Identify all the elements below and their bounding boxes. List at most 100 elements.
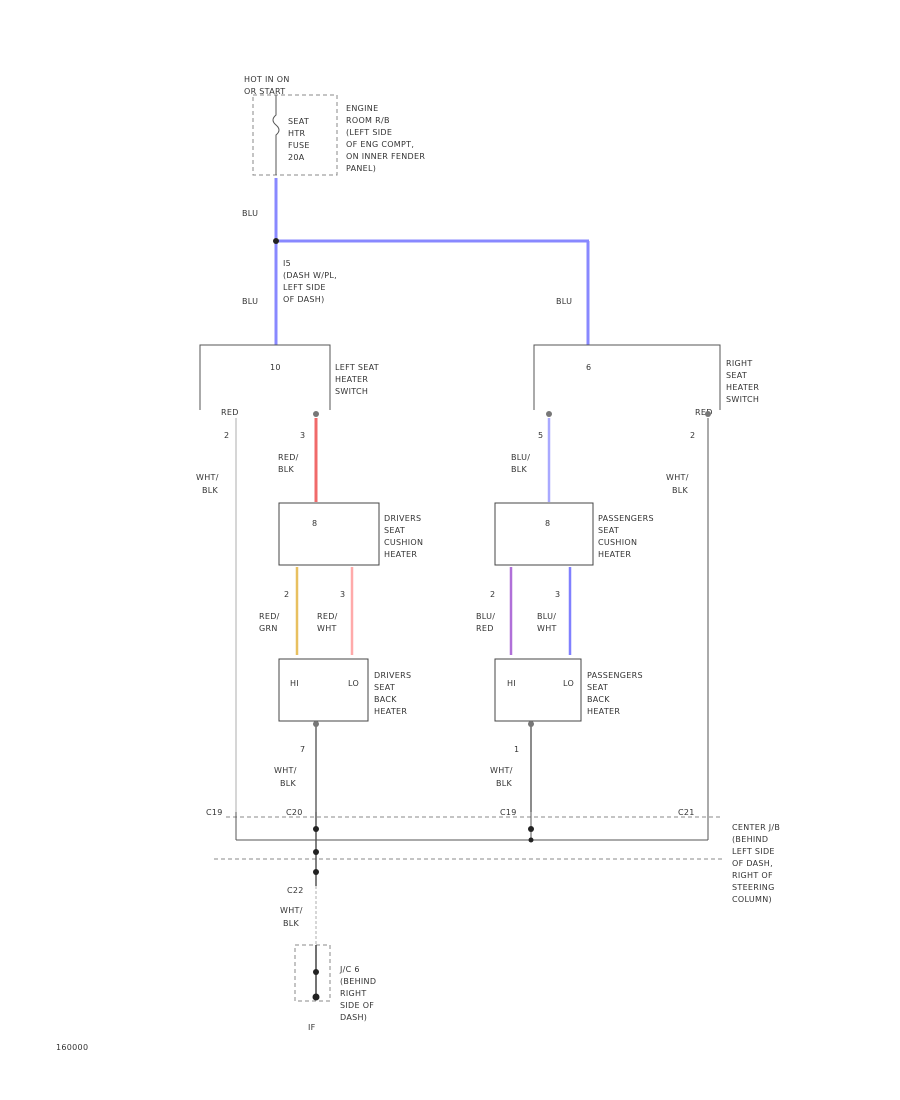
wire-label-blu-top: BLU [242, 209, 258, 218]
passenger-cushion-heater: 8 PASSENGERS SEAT CUSHION HEATER 2 3 [490, 502, 654, 599]
wire-label-rh-gnd-2: BLK [672, 486, 689, 495]
left-switch-outline [199, 344, 331, 410]
driver-back-label-3: BACK [374, 695, 397, 704]
left-seat-heater-switch: 10 LEFT SEAT HEATER SWITCH RED 2 3 [199, 344, 379, 440]
ground-jc-label-5: DASH) [340, 1013, 367, 1022]
right-switch-outline [533, 344, 721, 410]
junction-node-5 [313, 869, 319, 875]
driver-cushion-pin-3: 3 [340, 590, 345, 599]
wire-label-rh-gnd-1: WHT/ [666, 473, 689, 482]
junction-node-2 [528, 826, 534, 832]
passenger-cushion-terminal: 8 [545, 519, 550, 528]
driver-back-label-2: SEAT [374, 683, 395, 692]
ground-jc-label-1: J/C 6 [339, 965, 360, 974]
left-switch-terminal: 10 [270, 363, 281, 372]
switch-ground-wires: WHT/ BLK WHT/ BLK [196, 411, 711, 812]
splice-loc-1: (DASH W/PL, [283, 271, 337, 280]
driver-back-hi: HI [290, 679, 299, 688]
lh-back-ground-pin [313, 721, 319, 727]
left-switch-red-wire: RED [221, 408, 239, 417]
ground-connector: C22 WHT/ BLK J/C 6 (BEHIND RIGHT SIDE OF… [280, 886, 376, 1032]
wire-label-rh-back-2: BLK [496, 779, 513, 788]
junction-conn-1: C19 [206, 808, 223, 817]
driver-cushion-label-1: DRIVERS [384, 514, 421, 523]
right-switch-label-3: HEATER [726, 383, 759, 392]
right-switch-label-4: SWITCH [726, 395, 759, 404]
left-switch-label-1: LEFT SEAT [335, 363, 379, 372]
fuse-location-5: ON INNER FENDER [346, 152, 425, 161]
junction-label-2: (BEHIND [732, 835, 768, 844]
passenger-cushion-pin-2: 2 [490, 590, 495, 599]
driver-back-heater: HI LO DRIVERS SEAT BACK HEATER 7 [278, 658, 411, 754]
junction-label-3: LEFT SIDE [732, 847, 775, 856]
rh-back-ground-pin [528, 721, 534, 727]
fuse-name-2: HTR [288, 129, 306, 138]
wire-label-red-blk-1: RED/ [278, 453, 299, 462]
fuse-hot-label-2: OR START [244, 87, 285, 96]
splice-loc-2: LEFT SIDE [283, 283, 326, 292]
right-switch-pin-5: 5 [538, 431, 543, 440]
driver-cushion-heater: 8 DRIVERS SEAT CUSHION HEATER 2 3 [278, 502, 423, 599]
ground-jc-outline [294, 944, 331, 1002]
ground-jc-label-4: SIDE OF [340, 1001, 374, 1010]
passenger-cushion-label-4: HEATER [598, 550, 631, 559]
wire-label-blu-blk-2: BLK [511, 465, 528, 474]
wire-label-red-wht-1: RED/ [317, 612, 338, 621]
passenger-back-lo: LO [563, 679, 574, 688]
passenger-back-label-4: HEATER [587, 707, 620, 716]
wire-label-blu-wht-1: BLU/ [537, 612, 556, 621]
passenger-cushion-label-1: PASSENGERS [598, 514, 654, 523]
passenger-back-label-2: SEAT [587, 683, 608, 692]
passenger-back-label-1: PASSENGERS [587, 671, 643, 680]
right-switch-red-wire: RED [695, 408, 713, 417]
fuse-rating: 20A [288, 153, 305, 162]
passenger-cushion-label-2: SEAT [598, 526, 619, 535]
driver-cushion-terminal: 8 [312, 519, 317, 528]
ground-pin: IF [308, 1023, 316, 1032]
left-switch-pin-out [313, 411, 319, 417]
blu-feed-wires: BLU BLU BLU I5 (DASH W/PL, LEFT SIDE OF … [242, 178, 590, 345]
junction-conn-2: C20 [286, 808, 303, 817]
passenger-back-label-3: BACK [587, 695, 610, 704]
center-junction-block: C19 C20 C19 C21 CENTER J/B (BEHIND LEFT … [206, 808, 780, 904]
wire-label-lh-back-1: WHT/ [274, 766, 297, 775]
splice-id: I5 [283, 259, 291, 268]
driver-back-label-4: HEATER [374, 707, 407, 716]
right-switch-terminal: 6 [586, 363, 591, 372]
junction-node-4 [528, 837, 534, 843]
junction-label-6: STEERING [732, 883, 775, 892]
wire-label-blu-wht-2: WHT [537, 624, 557, 633]
right-seat-heater-switch: 6 RIGHT SEAT HEATER SWITCH RED 2 5 [533, 344, 759, 440]
driver-cushion-label-4: HEATER [384, 550, 417, 559]
ground-jc-node-2 [312, 993, 320, 1001]
wire-label-main-gnd-1: WHT/ [280, 906, 303, 915]
ground-jc-label-3: RIGHT [340, 989, 367, 998]
junction-label-1: CENTER J/B [732, 823, 780, 832]
fuse-name-1: SEAT [288, 117, 309, 126]
fuse-element [272, 95, 280, 175]
wire-label-lh-back-2: BLK [280, 779, 297, 788]
junction-conn-3: C19 [500, 808, 517, 817]
passenger-back-hi: HI [507, 679, 516, 688]
right-switch-label-2: SEAT [726, 371, 747, 380]
fuse-location-1: ENGINE [346, 104, 378, 113]
wire-label-blu-red-2: RED [476, 624, 494, 633]
ground-conn-id: C22 [287, 886, 304, 895]
left-switch-label-2: HEATER [335, 375, 368, 384]
passenger-cushion-pin-3: 3 [555, 590, 560, 599]
junction-node-1 [313, 826, 319, 832]
passenger-back-pin: 1 [514, 745, 519, 754]
driver-cushion-box [278, 502, 380, 566]
rh-switch-ground-pin [705, 411, 711, 417]
figure-id: 160000 [56, 1043, 88, 1052]
cushion-to-back-wires: RED/ GRN RED/ WHT BLU/ RED BLU/ WHT [259, 567, 572, 655]
junction-label-4: OF DASH, [732, 859, 773, 868]
wire-label-blu-right: BLU [556, 297, 572, 306]
fuse-block: HOT IN ON OR START SEAT HTR FUSE 20A ENG… [244, 75, 425, 176]
fuse-location-3: (LEFT SIDE [346, 128, 392, 137]
driver-cushion-label-3: CUSHION [384, 538, 423, 547]
wire-label-blu-red-1: BLU/ [476, 612, 495, 621]
ground-jc-node-1 [313, 969, 319, 975]
right-switch-pin-out [546, 411, 552, 417]
fuse-hot-label: HOT IN ON [244, 75, 290, 84]
